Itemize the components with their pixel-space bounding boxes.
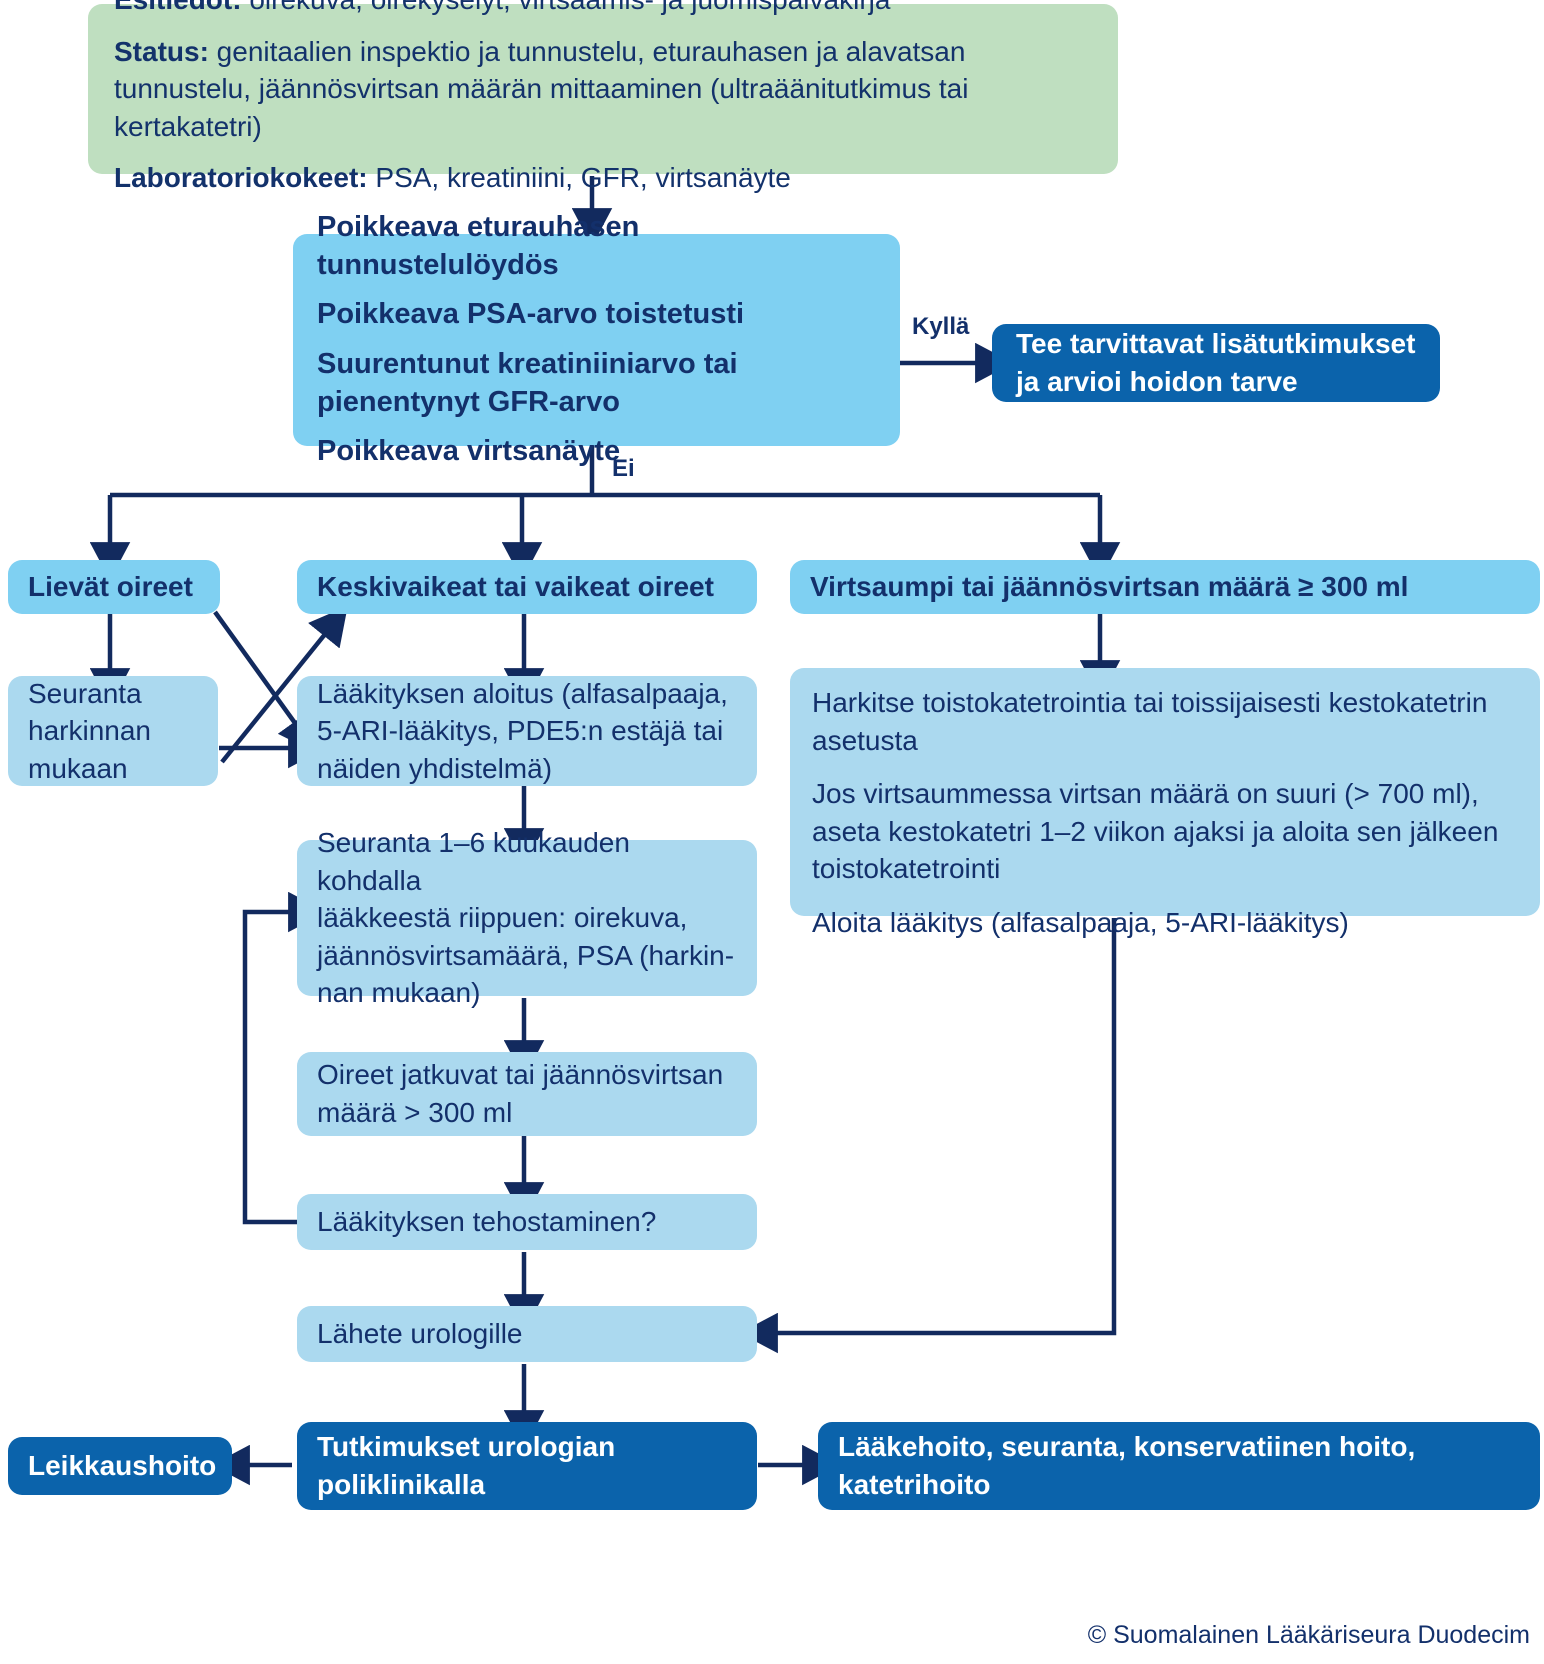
edge-intensify-loop-to-followup xyxy=(242,891,327,1225)
conservative-care-box: Lääkehoito, seuranta, konservatiinen hoi… xyxy=(818,1422,1540,1510)
edge-mild-header-to-medication xyxy=(213,610,317,754)
further-tests-line-0: Tee tarvittavat lisätutkimukset xyxy=(1016,328,1416,360)
retention-header: Virtsaumpi tai jäännösvirtsan määrä ≥ 30… xyxy=(790,560,1540,614)
conservative-care-line-1: katetrihoito xyxy=(838,1469,991,1500)
intensify-medication-box: Lääkityksen tehostaminen? xyxy=(297,1194,757,1250)
medication-start-line-1: 5-ARI-lääkitys, PDE5:n estäjä tai xyxy=(317,715,724,747)
catheterisation-box: Harkitse toistokatetrointia tai toissija… xyxy=(790,668,1540,938)
watchful-line-1: harkinnan xyxy=(28,715,151,747)
symptoms-persist-line-0: Oireet jatkuvat tai jäännösvirtsan xyxy=(317,1059,724,1091)
conservative-care-line-0: Lääkehoito, seuranta, konservatiinen hoi… xyxy=(838,1431,1416,1463)
abnormal-findings-decision: Poikkeava eturauhasen tunnustelulöydös P… xyxy=(293,211,900,467)
urologist-referral-label: Lähete urologille xyxy=(317,1318,523,1350)
medication-start-line-2: näiden yhdistelmä) xyxy=(317,752,553,784)
followup-line-1: lääkkeestä riippuen: oirekuva, xyxy=(317,902,688,934)
mild-symptoms-header: Lievät oireet xyxy=(8,560,220,614)
followup-box: Seuranta 1–6 kuukauden kohdalla lääkkees… xyxy=(297,827,757,1008)
copyright-notice: © Suomalainen Lääkäriseura Duodecim xyxy=(1087,1621,1530,1649)
further-tests-line-1: ja arvioi hoidon tarve xyxy=(1016,366,1298,397)
urologist-referral-box: Lähete urologille xyxy=(297,1306,757,1362)
medication-start-line-0: Lääkityksen aloitus (alfasalpaaja, xyxy=(317,677,728,709)
surgery-label: Leikkaushoito xyxy=(28,1450,217,1482)
watchful-line-0: Seuranta xyxy=(28,677,142,709)
decision-item-3: Poikkeava virtsanäyte xyxy=(317,435,621,468)
symptoms-persist-line-1: määrä > 300 ml xyxy=(317,1097,513,1128)
urology-clinic-box: Tutkimukset urologian poliklinikalla xyxy=(297,1422,757,1510)
followup-line-3: nan mukaan) xyxy=(317,977,481,1009)
followup-line-0: Seuranta 1–6 kuukauden kohdalla xyxy=(317,827,630,896)
intake-line-2: Laboratoriokokeet: PSA, kreatiniini, GFR… xyxy=(114,159,1092,197)
moderate-severe-symptoms-header: Keskivaikeat tai vaikeat oireet xyxy=(297,560,757,614)
catheter-paragraph-0: Harkitse toistokatetrointia tai toissija… xyxy=(812,687,1488,756)
surgery-box: Leikkaushoito xyxy=(8,1437,232,1495)
urology-clinic-line-1: poliklinikalla xyxy=(317,1469,486,1500)
catheter-paragraph-2: Aloita lääkitys (alfasalpaaja, 5-ARI-lää… xyxy=(812,906,1349,938)
intake-box: Esitiedot: oirekuva, oirekyselyt, virtsa… xyxy=(88,0,1118,193)
intake-text-1: genitaalien inspektio ja tunnustelu, etu… xyxy=(114,35,969,142)
intake-text-0: oirekuva, oirekyselyt, virtsaamis- ja ju… xyxy=(242,0,890,15)
moderate-severe-symptoms-label: Keskivaikeat tai vaikeat oireet xyxy=(317,571,714,603)
intake-line-0: Esitiedot: oirekuva, oirekyselyt, virtsa… xyxy=(114,0,1092,19)
urology-clinic-line-0: Tutkimukset urologian xyxy=(317,1431,616,1463)
intensify-medication-label: Lääkityksen tehostaminen? xyxy=(317,1206,657,1238)
catheter-paragraph-1: Jos virtsaummessa virtsan määrä on suuri… xyxy=(812,778,1499,885)
decision-item-1: Poikkeava PSA-arvo toistetusti xyxy=(317,298,745,331)
intake-line-1: Status: genitaalien inspektio ja tunnust… xyxy=(114,33,1092,146)
watchful-line-2: mukaan xyxy=(28,752,128,784)
decision-item-2: Suurentunut kreatiniiniarvo tai pienenty… xyxy=(317,348,738,418)
edge-catheter-to-referral xyxy=(739,918,1117,1354)
followup-line-2: jäännösvirtsamäärä, PSA (harkin- xyxy=(317,939,735,971)
decision-item-0: Poikkeava eturauhasen tunnustelulöydös xyxy=(317,210,640,281)
mild-symptoms-label: Lievät oireet xyxy=(28,571,193,603)
intake-text-2: PSA, kreatiniini, GFR, virtsanäyte xyxy=(367,162,791,194)
medication-start-box: Lääkityksen aloitus (alfasalpaaja, 5-ARI… xyxy=(297,676,757,786)
intake-label-0: Esitiedot: xyxy=(114,0,242,15)
symptoms-persist-box: Oireet jatkuvat tai jäännösvirtsan määrä… xyxy=(297,1052,757,1136)
retention-label: Virtsaumpi tai jäännösvirtsan määrä ≥ 30… xyxy=(810,571,1409,603)
further-investigations-box: Tee tarvittavat lisätutkimukset ja arvio… xyxy=(992,324,1440,402)
intake-label-1: Status: xyxy=(114,35,209,67)
edge-label-no: Ei xyxy=(612,455,635,482)
edge-label-yes: Kyllä xyxy=(912,313,970,340)
intake-label-2: Laboratoriokokeet: xyxy=(114,162,368,194)
watchful-waiting-box: Seuranta harkinnan mukaan xyxy=(8,676,218,786)
